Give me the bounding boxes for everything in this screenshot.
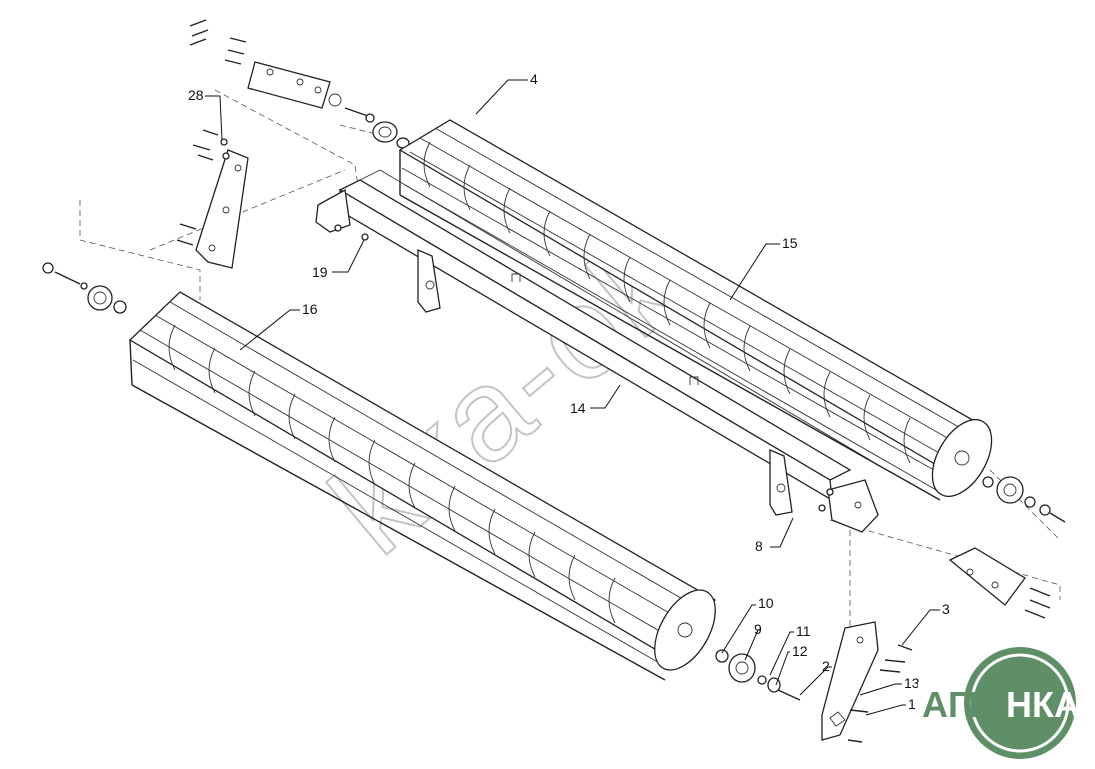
callout-4: 4 [530, 71, 538, 87]
callout-19: 19 [312, 264, 328, 280]
upper-roller [398, 119, 994, 501]
frame-beam [315, 169, 879, 533]
right-mounting-plate [948, 547, 1051, 619]
callout-14: 14 [570, 400, 586, 416]
right-vertical-bracket [821, 621, 913, 743]
left-vertical-bracket [176, 129, 249, 269]
callout-3: 3 [942, 601, 950, 617]
callout-9: 9 [754, 621, 762, 637]
upper-right-bearing [996, 476, 1066, 523]
callout-13: 13 [904, 675, 920, 691]
agronka-logo: АГРО НКА [918, 647, 1080, 759]
callout-16: 16 [302, 301, 318, 317]
callout-8: 8 [755, 538, 763, 554]
callout-28: 28 [188, 87, 204, 103]
callout-15: 15 [782, 235, 798, 251]
callout-1: 1 [908, 696, 916, 712]
lower-right-bearing-set [715, 649, 801, 701]
callout-leaders [205, 79, 940, 716]
top-bolts [189, 19, 247, 65]
callout-2: 2 [822, 658, 830, 674]
logo-text-left: АГРО [922, 684, 1020, 725]
top-bearing [372, 121, 410, 149]
top-mounting-plate [247, 61, 375, 123]
logo-text-right: НКА [1006, 684, 1080, 725]
lower-roller [128, 291, 717, 681]
callout-11: 11 [796, 623, 811, 639]
callout-labels: 4 28 15 19 16 14 8 10 9 11 12 2 3 13 1 [188, 71, 950, 712]
callout-12: 12 [792, 643, 808, 659]
callout-10: 10 [758, 595, 774, 611]
left-bearing [42, 262, 127, 314]
